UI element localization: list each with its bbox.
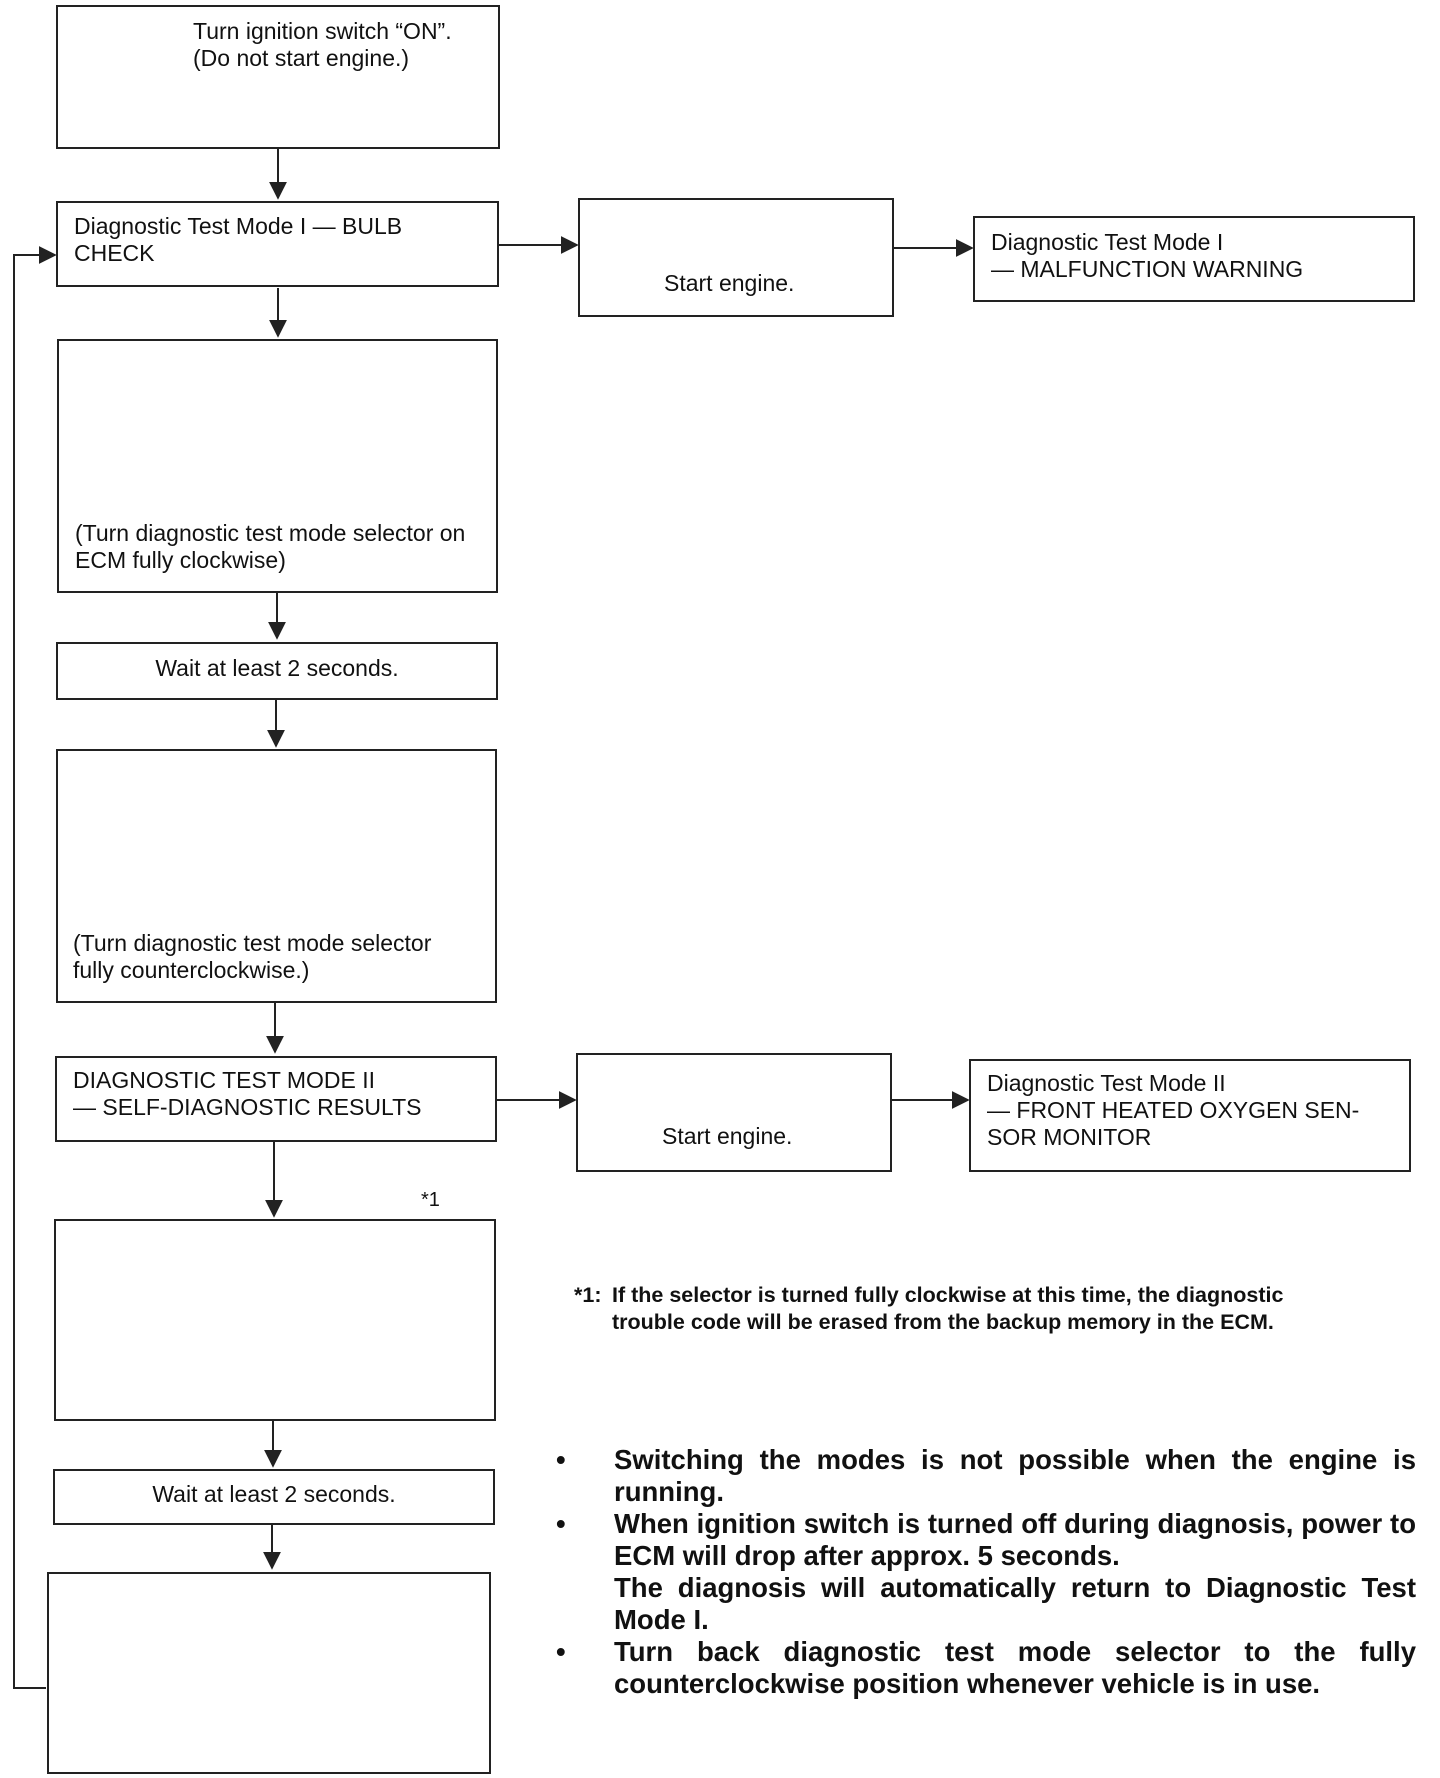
- step-turn-back: [47, 1572, 491, 1774]
- mode1-malfunction-text: Diagnostic Test Mode I — MALFUNCTION WAR…: [991, 229, 1304, 282]
- wait-text: Wait at least 2 seconds.: [152, 1481, 396, 1507]
- note-item: • Switching the modes is not possible wh…: [556, 1444, 1416, 1508]
- step-turn-clockwise: [57, 339, 498, 593]
- note-text: Switching the modes is not possible when…: [614, 1444, 1416, 1507]
- step-ignition-on: [56, 5, 500, 149]
- note-item: • When ignition switch is turned off dur…: [556, 1508, 1416, 1636]
- note-item: • Turn back diagnostic test mode selecto…: [556, 1636, 1416, 1700]
- turn-counterclockwise-text: (Turn diagnostic test mode selector full…: [73, 930, 432, 983]
- note-text: When ignition switch is turned off durin…: [614, 1508, 1416, 1571]
- mode2-self-diagnostic-text: DIAGNOSTIC TEST MODE II — SELF-DIAGNOSTI…: [73, 1067, 422, 1120]
- step-start-engine-1: [578, 198, 894, 317]
- footnote-label: *1:: [574, 1283, 602, 1307]
- footnote-marker: *1: [421, 1189, 440, 1211]
- turn-clockwise-text: (Turn diagnostic test mode selector on E…: [75, 520, 466, 573]
- ignition-on-line2: (Do not start engine.): [193, 45, 410, 71]
- step-turn-counterclockwise: [56, 749, 497, 1003]
- footnote-text: If the selector is turned fully clockwis…: [612, 1283, 1284, 1334]
- step-start-engine-2: [576, 1053, 892, 1172]
- step-wait-2: [53, 1469, 495, 1525]
- bullet-icon: •: [556, 1636, 566, 1667]
- step-mode1-bulb-check: [56, 201, 499, 287]
- flow-connectors: [13, 148, 974, 1689]
- step-mode2-self-diagnostic: [55, 1056, 497, 1142]
- bullet-icon: •: [556, 1444, 566, 1475]
- step-mode1-malfunction: [973, 216, 1415, 302]
- mode2-sensor-monitor-text: Diagnostic Test Mode II — FRONT HEATED O…: [987, 1070, 1360, 1150]
- step-mode2-sensor-monitor: [969, 1059, 1411, 1172]
- start-engine-label: Start engine.: [662, 1123, 793, 1149]
- notes-list: • Switching the modes is not possible wh…: [556, 1444, 1416, 1700]
- start-engine-label: Start engine.: [664, 270, 795, 296]
- mode1-bulb-check-text: Diagnostic Test Mode I — BULB CHECK: [74, 213, 403, 266]
- bullet-icon: •: [556, 1508, 566, 1539]
- note-text: Turn back diagnostic test mode selector …: [614, 1636, 1416, 1699]
- step-turn-clockwise-erase: [54, 1219, 496, 1421]
- note-text: The diagnosis will automatically return …: [614, 1572, 1416, 1635]
- ignition-on-line1: Turn ignition switch “ON”.: [193, 18, 452, 44]
- step-wait-1: [56, 642, 498, 700]
- wait-text: Wait at least 2 seconds.: [155, 655, 399, 681]
